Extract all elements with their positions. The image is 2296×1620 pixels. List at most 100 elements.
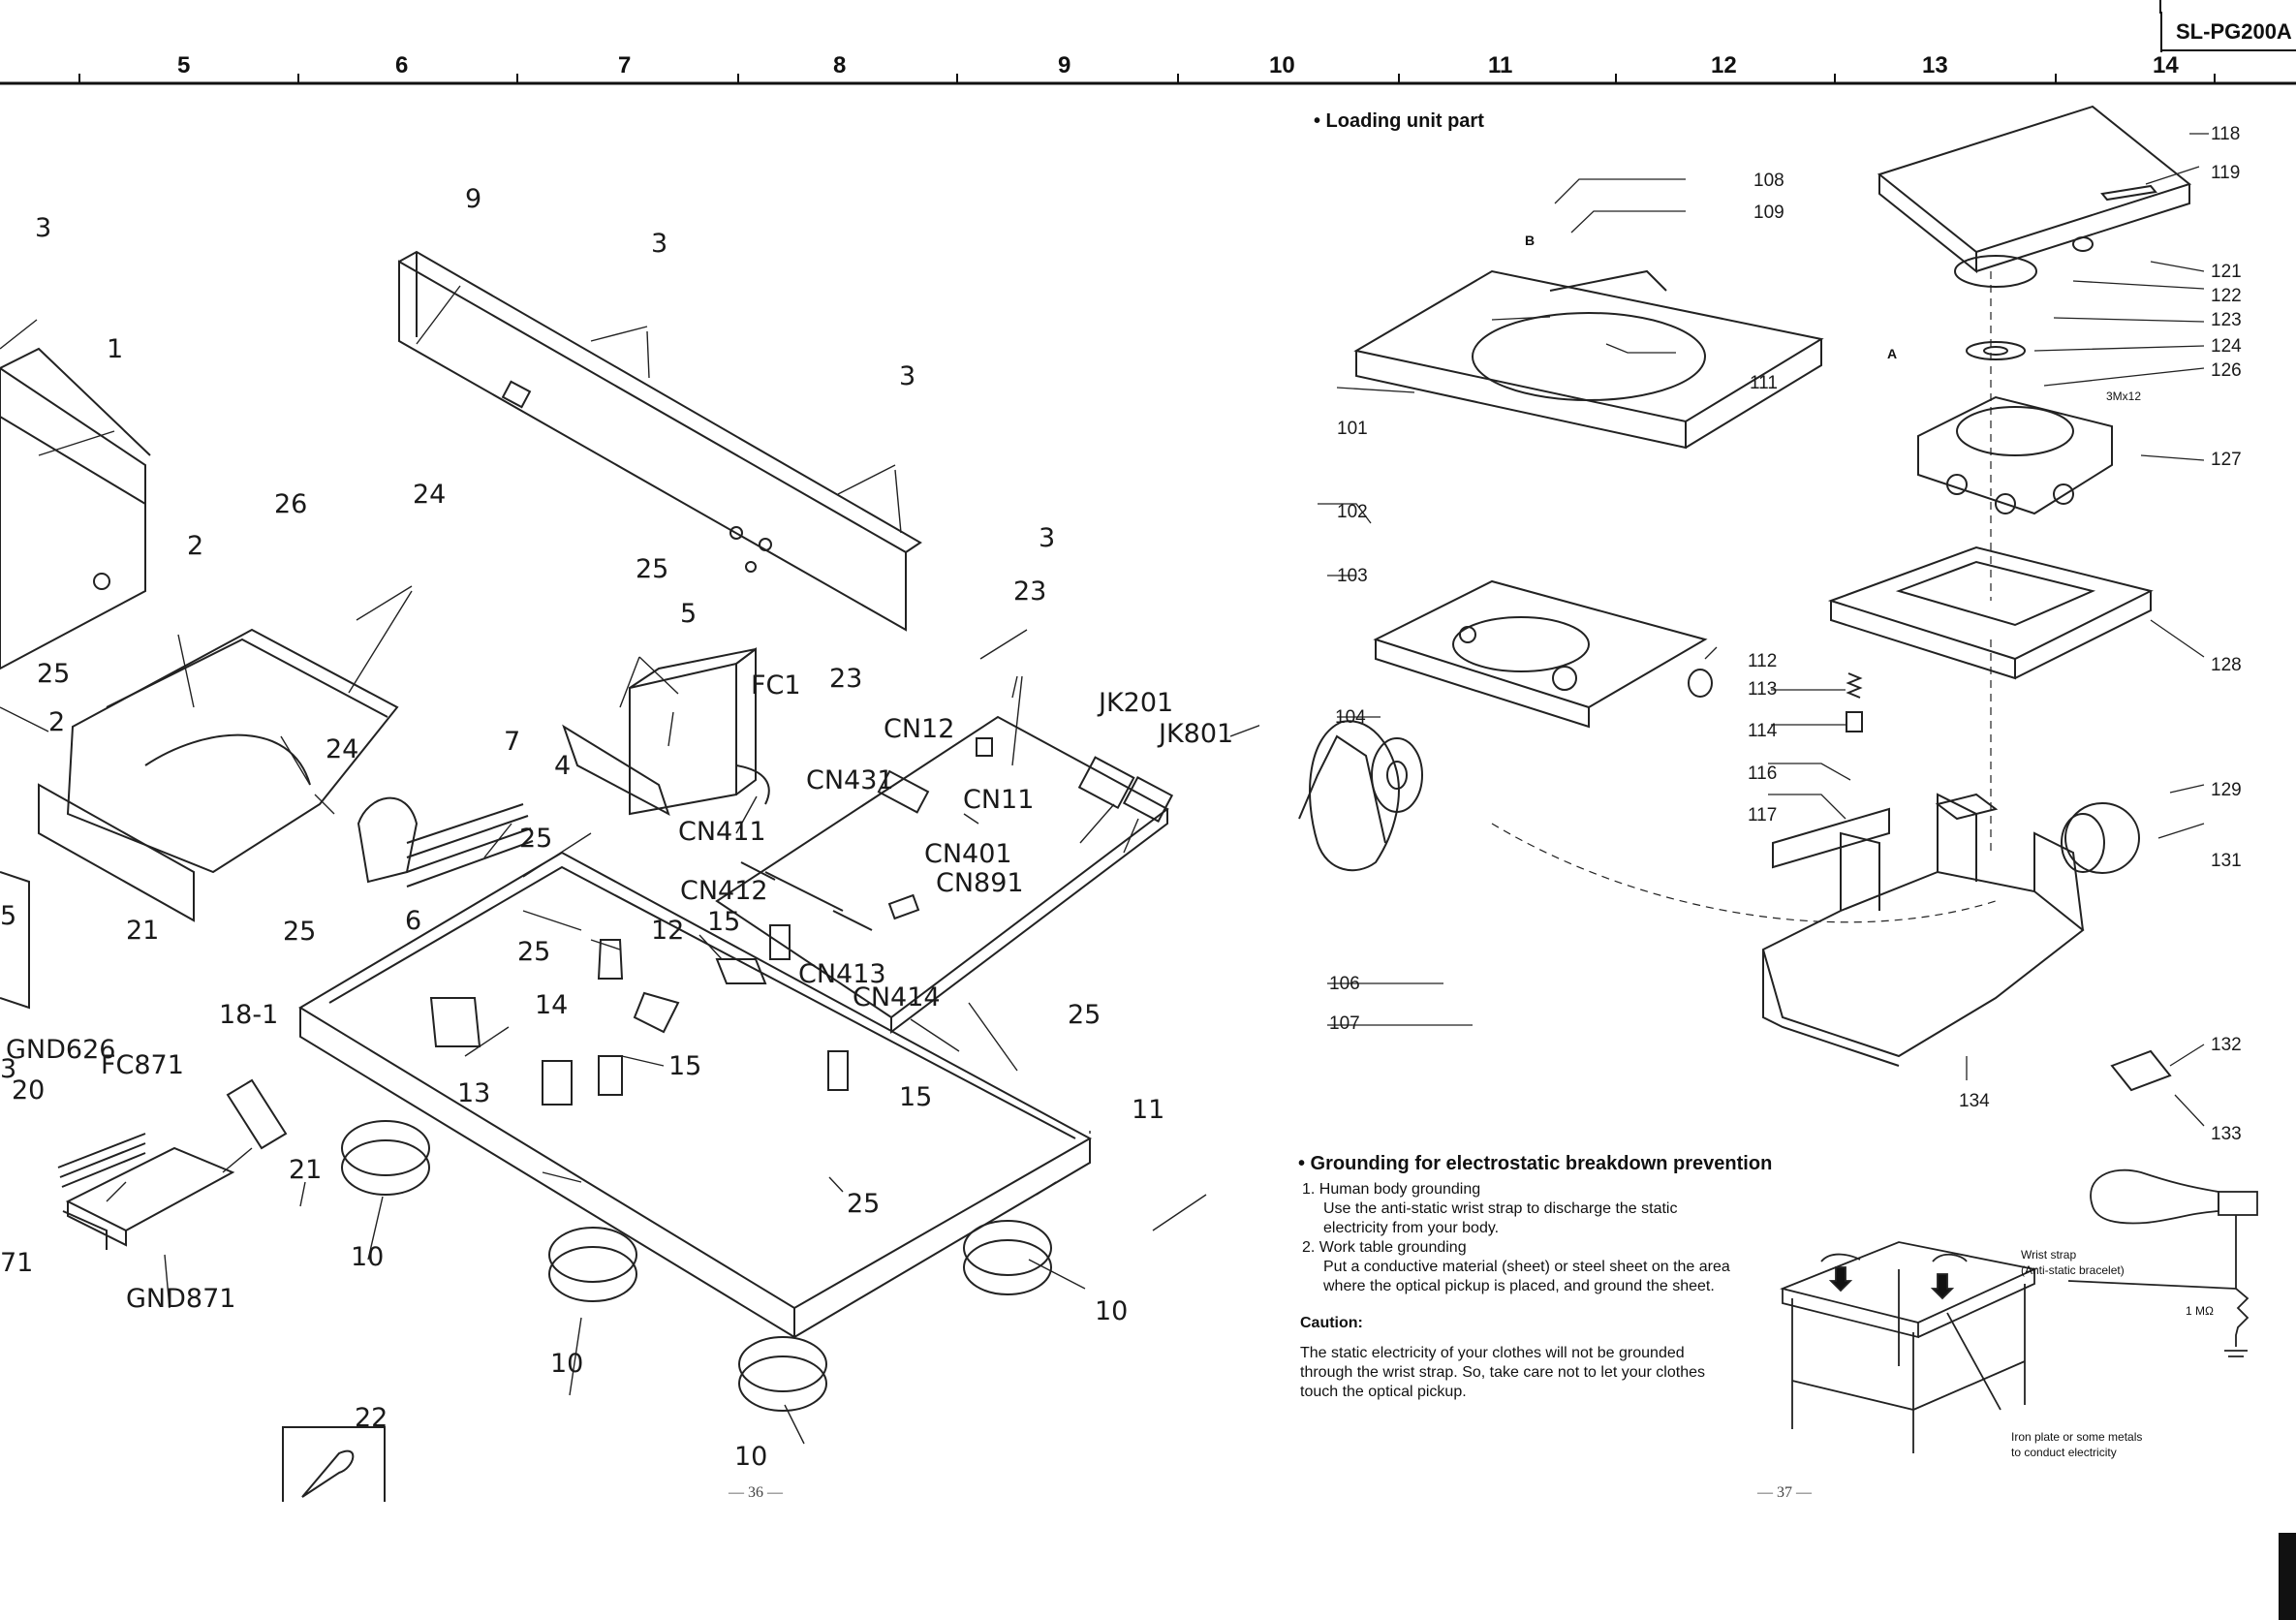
part-label: 21 — [126, 916, 160, 946]
ref-label: 106 — [1329, 974, 1360, 994]
screw-spec-label: 3Mx12 — [2106, 389, 2142, 403]
ref-label: 118 — [2211, 124, 2241, 144]
column-number: 14 — [2153, 52, 2179, 78]
part-label: 5 — [0, 901, 17, 931]
grounding-illustration — [1780, 1168, 2258, 1453]
cabinet-exploded-view — [0, 250, 1259, 1502]
column-number: 6 — [395, 52, 409, 78]
grounding-item-2-text: where the optical pickup is placed, and … — [1323, 1278, 1715, 1294]
part-label: 10 — [1095, 1296, 1129, 1326]
part-label: 12 — [651, 916, 685, 946]
part-label: 24 — [326, 734, 359, 764]
feet — [341, 1120, 1052, 1412]
connector-label: JK201 — [1099, 688, 1174, 718]
part-label: 25 — [1068, 1000, 1101, 1030]
part-label: 9 — [465, 184, 482, 214]
part-label: 3 — [35, 213, 52, 243]
part-label: 25 — [519, 824, 553, 854]
part-label: 3 — [0, 1054, 17, 1084]
ref-label: 113 — [1748, 679, 1778, 700]
column-number: 5 — [177, 52, 191, 78]
ref-label: 122 — [2211, 286, 2242, 306]
grounding-title: • Grounding for electrostatic breakdown … — [1298, 1153, 1773, 1174]
model-number: SL-PG200A — [2160, 12, 2296, 52]
direction-marker-b: B — [1525, 233, 1536, 248]
part-label: 11 — [1132, 1095, 1165, 1125]
part-label: 24 — [413, 480, 447, 510]
part-label: 15 — [668, 1051, 702, 1081]
page-number: — 37 — — [1757, 1484, 1812, 1501]
part-label: 23 — [829, 664, 863, 694]
connector-label: FC871 — [101, 1050, 184, 1080]
part-label: 13 — [457, 1078, 491, 1108]
ref-label: 121 — [2211, 262, 2242, 282]
part-label: 25 — [37, 659, 71, 689]
part-label: 7 — [504, 727, 521, 757]
part-label: 4 — [554, 751, 572, 781]
part-label: 22 — [355, 1403, 388, 1433]
grounding-item-2-title: 2. Work table grounding — [1302, 1239, 1467, 1256]
loading-unit-title: • Loading unit part — [1314, 110, 1484, 132]
column-number: 7 — [618, 52, 632, 78]
part-label: 23 — [1013, 576, 1047, 607]
wrist-strap-label: (Anti-static bracelet) — [2021, 1263, 2125, 1277]
column-number: 8 — [833, 52, 847, 78]
part-label: 25 — [283, 917, 317, 947]
part-label: 15 — [899, 1082, 933, 1112]
column-number: 13 — [1922, 52, 1948, 78]
ref-label: 131 — [2211, 851, 2242, 871]
ref-label: 104 — [1335, 707, 1366, 728]
connector-label: CN413 — [798, 959, 886, 989]
iron-plate-label: to conduct electricity — [2011, 1446, 2117, 1459]
caution-label: Caution: — [1300, 1315, 1363, 1331]
ref-label: 107 — [1329, 1013, 1360, 1034]
caution-text: The static electricity of your clothes w… — [1300, 1345, 1685, 1361]
ref-label: 111 — [1750, 373, 1778, 393]
ref-label: 109 — [1753, 202, 1784, 223]
ref-label: 108 — [1753, 171, 1784, 191]
ref-label: 117 — [1748, 805, 1778, 826]
part-label: 1 — [107, 334, 124, 364]
transformer — [629, 662, 737, 816]
resistor-label: 1 MΩ — [2186, 1304, 2214, 1318]
connector-label: CN401 — [924, 839, 1012, 869]
part-label: 21 — [289, 1155, 323, 1185]
part-label: 5 — [680, 599, 698, 629]
part-label: 18-1 — [219, 1000, 279, 1030]
connector-label: GND871 — [126, 1284, 236, 1314]
caution-text: through the wrist strap. So, take care n… — [1300, 1364, 1705, 1381]
wrist-strap-label: Wrist strap — [2021, 1248, 2077, 1262]
ref-label: 123 — [2211, 310, 2242, 330]
column-number: 9 — [1058, 52, 1071, 78]
part-label: 20 — [12, 1075, 46, 1106]
grounding-item-1-title: 1. Human body grounding — [1302, 1181, 1481, 1198]
part-label: 15 — [707, 907, 741, 937]
connector-label: GND626 — [6, 1035, 116, 1065]
grounding-item-2-text: Put a conductive material (sheet) or ste… — [1323, 1259, 1730, 1275]
column-number: 11 — [1488, 52, 1513, 78]
direction-marker-a: A — [1887, 346, 1898, 361]
loading-unit-exploded-view — [1298, 105, 2209, 1127]
page-number: — 36 — — [729, 1484, 783, 1501]
part-label: 25 — [847, 1189, 881, 1219]
part-label: 3 — [1039, 523, 1056, 553]
cabinet-body — [0, 367, 146, 670]
grounding-item-1-text: Use the anti-static wrist strap to disch… — [1323, 1200, 1678, 1217]
part-label: 2 — [187, 531, 204, 561]
connector-label: FC1 — [751, 670, 801, 701]
part-label: 71 — [0, 1248, 34, 1278]
ref-label: 126 — [2211, 360, 2242, 381]
ref-label: 132 — [2211, 1035, 2242, 1055]
ref-label: 119 — [2211, 163, 2241, 183]
part-label: 6 — [405, 906, 422, 936]
ref-label: 133 — [2211, 1124, 2242, 1144]
part-label: 10 — [734, 1442, 768, 1472]
part-label: 25 — [636, 554, 669, 584]
edge-tab — [2279, 1533, 2296, 1620]
column-number: 10 — [1269, 52, 1295, 78]
rear-panel — [398, 260, 907, 632]
cabinet-top — [0, 347, 151, 456]
connector-label: JK801 — [1159, 719, 1234, 749]
part-label: 2 — [48, 707, 66, 737]
part-label: 3 — [651, 229, 668, 259]
